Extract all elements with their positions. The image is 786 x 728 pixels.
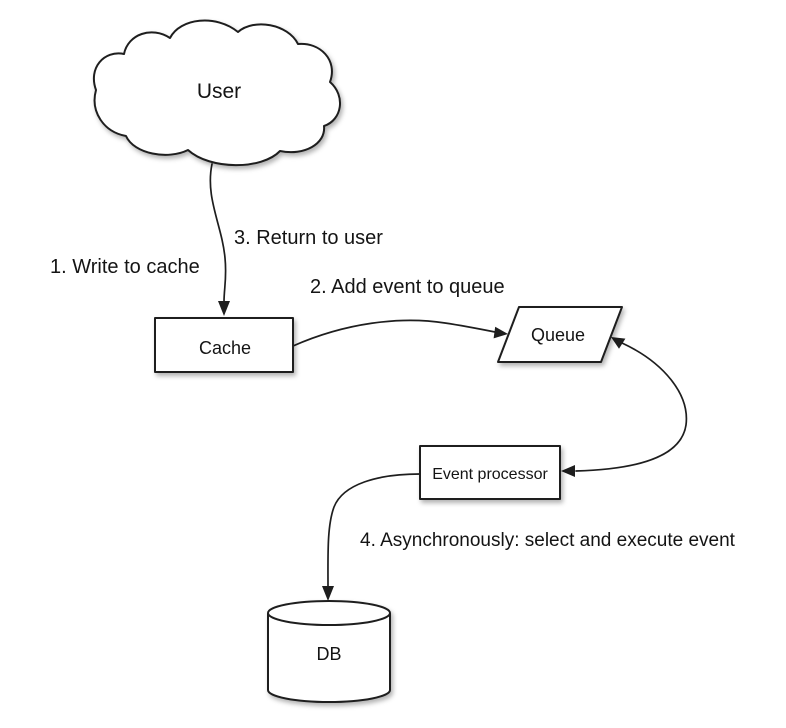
event-processor-rectangle (419, 445, 561, 500)
queue-node-label: Queue (530, 325, 586, 345)
edge-layer (209, 163, 688, 601)
node-queue-parallelogram (497, 306, 623, 363)
db-cylinder-body (267, 613, 391, 703)
cache-node-label: Cache (198, 338, 252, 358)
step2-add-event-to-queue-label: 2. Add event to queue (310, 276, 505, 298)
cache-rectangle (154, 317, 294, 373)
db-node-label: DB (316, 644, 342, 664)
edge-event-processor-to-db (327, 473, 421, 588)
arrowhead-into-queue-right (611, 337, 626, 349)
arrowhead-into-queue-left (493, 326, 508, 339)
node-user-cloud (93, 19, 342, 167)
edge-user-to-cache (209, 163, 227, 303)
user-node-label: User (196, 80, 242, 103)
edge-cache-to-queue (292, 319, 496, 347)
step4-async-select-execute-label: 4. Asynchronously: select and execute ev… (360, 530, 735, 551)
node-db-cylinder (267, 600, 391, 703)
arrowhead-into-event-processor (561, 465, 575, 477)
node-cache-box (154, 317, 294, 373)
node-event-processor-box (419, 445, 561, 500)
cloud-shape (93, 19, 342, 167)
step1-write-to-cache-label: 1. Write to cache (50, 256, 200, 278)
db-cylinder-top (267, 600, 391, 626)
arrowhead-into-db (322, 586, 334, 601)
event-processor-node-label: Event processor (432, 466, 548, 483)
queue-parallelogram-shape (497, 306, 623, 363)
arrowhead-into-cache (218, 301, 230, 316)
edge-queue-event-processor (575, 342, 688, 472)
step3-return-to-user-label: 3. Return to user (234, 227, 383, 249)
